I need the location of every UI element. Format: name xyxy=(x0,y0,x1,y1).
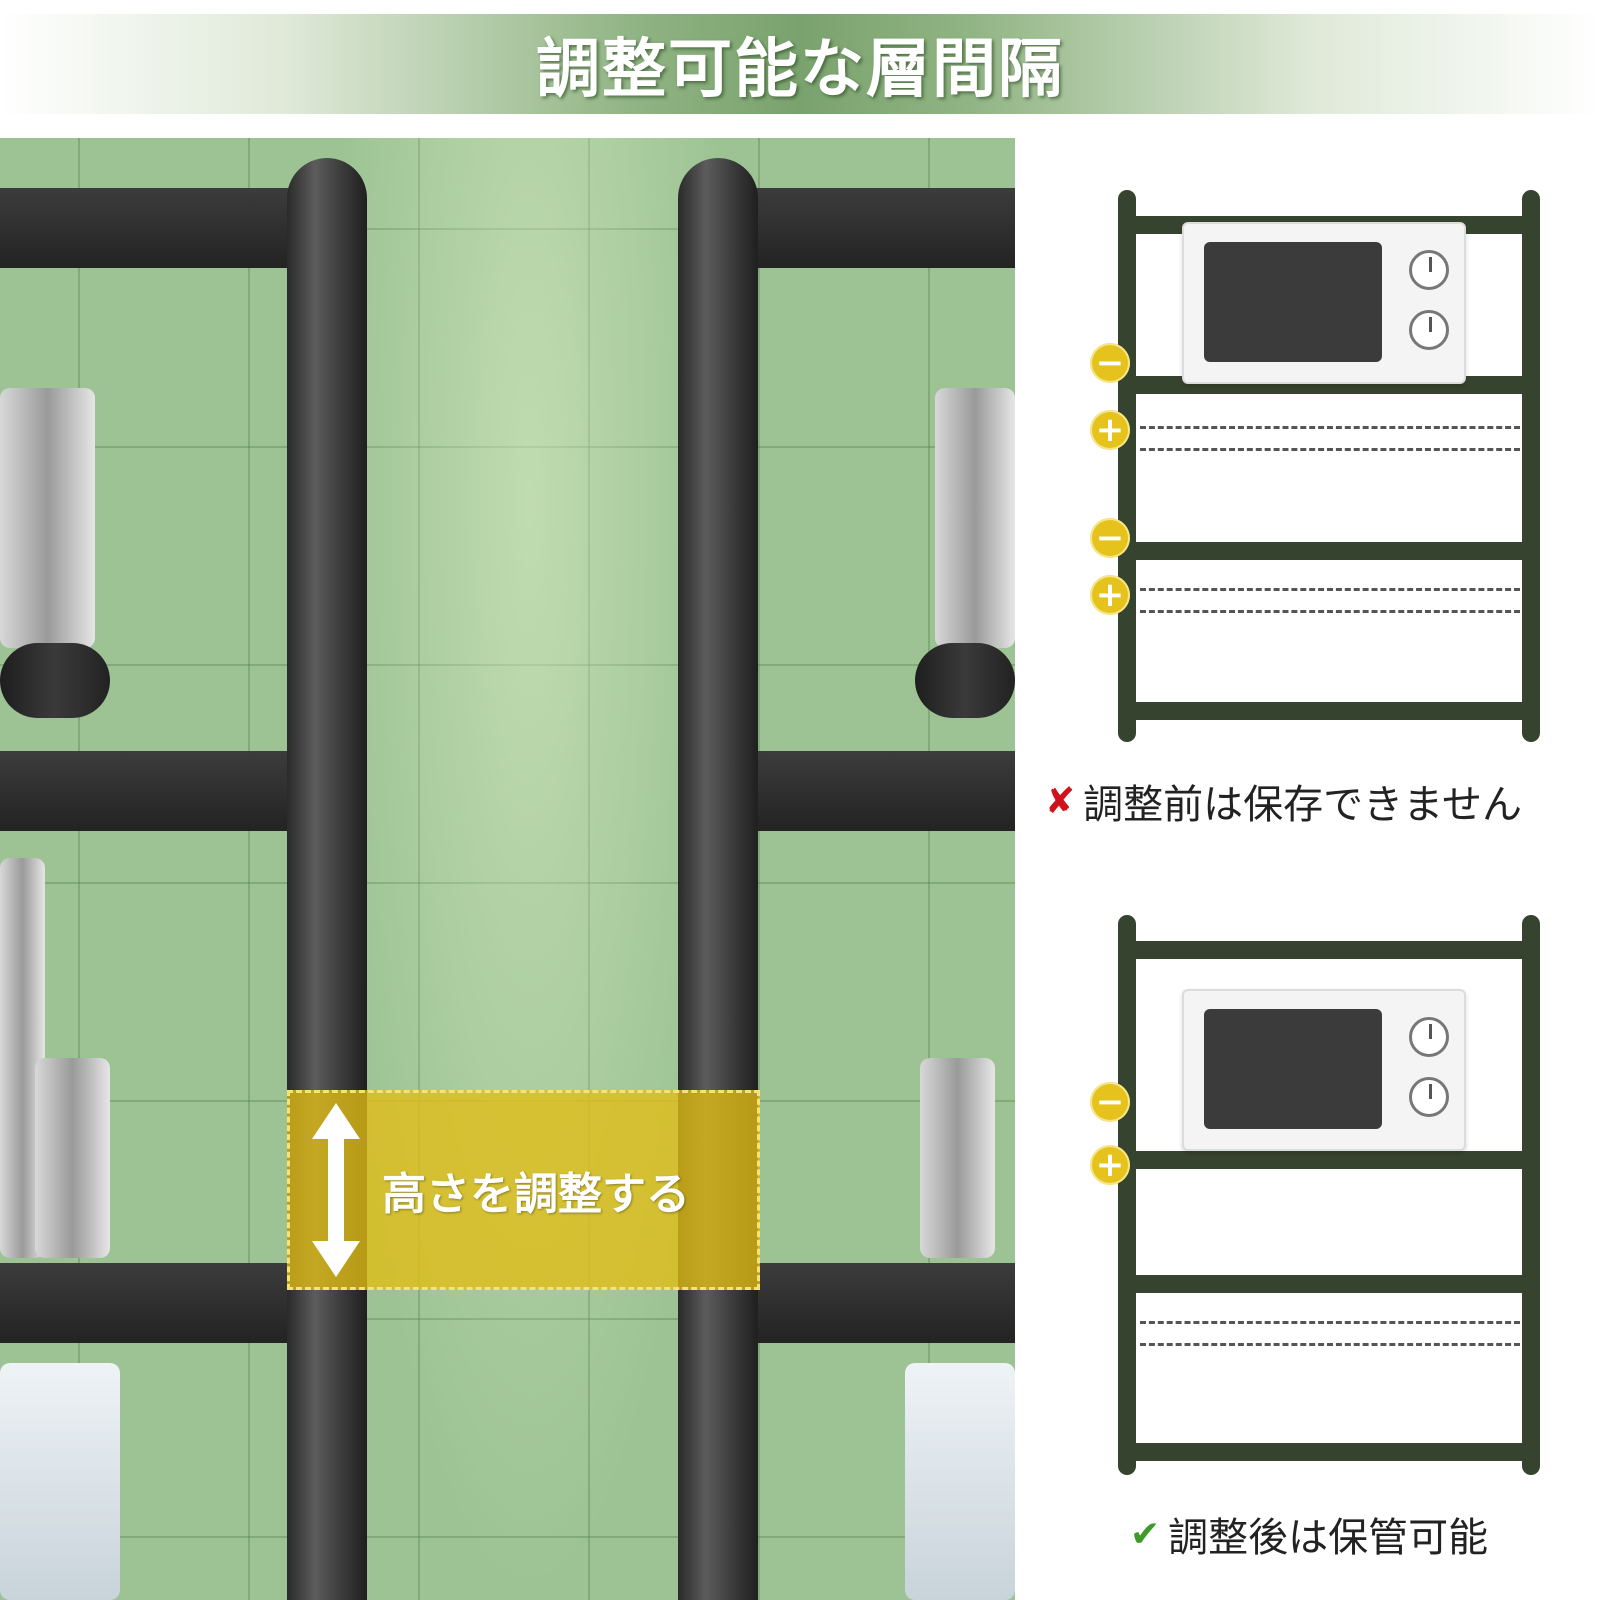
coffee-machine-right xyxy=(935,388,1015,648)
product-photo xyxy=(0,138,1015,1600)
adjust-height-label: 高さを調整する xyxy=(382,1169,690,1220)
banner-title: 調整可能な層間隔 xyxy=(536,33,1064,107)
frame-post-left xyxy=(1118,190,1136,742)
diagram-after: − + xyxy=(1090,915,1560,1475)
minus-icon: − xyxy=(1090,1082,1130,1122)
milk-jug-right xyxy=(920,1058,995,1258)
caption-before: ✘ 調整前は保存できません xyxy=(1045,772,1522,830)
dashed-guide xyxy=(1140,610,1520,613)
microwave-icon xyxy=(1182,222,1466,384)
check-icon: ✔ xyxy=(1130,1513,1161,1555)
rack-post-right xyxy=(678,158,758,1600)
pot-left xyxy=(0,643,110,718)
microwave-icon xyxy=(1182,989,1466,1151)
dashed-guide xyxy=(1140,1343,1520,1346)
plus-icon: + xyxy=(1090,575,1130,615)
frame-shelf-3 xyxy=(1130,542,1530,560)
coffee-machine-left xyxy=(0,388,95,648)
frame-shelf-4 xyxy=(1130,1443,1530,1461)
caption-before-text: 調整前は保存できません xyxy=(1083,782,1522,828)
pot-right xyxy=(915,643,1015,718)
rack-post-left xyxy=(287,158,367,1600)
right-shelf-top xyxy=(740,188,1015,268)
title-banner: 調整可能な層間隔 xyxy=(0,14,1600,114)
caption-after: ✔ 調整後は保管可能 xyxy=(1130,1505,1488,1563)
minus-icon: − xyxy=(1090,343,1130,383)
milk-jug-left xyxy=(35,1058,110,1258)
oven-right xyxy=(905,1363,1015,1600)
frame-shelf-1 xyxy=(1130,941,1530,959)
frame-post-right xyxy=(1522,190,1540,742)
oven-left xyxy=(0,1363,120,1600)
wall-highlight xyxy=(330,138,730,1600)
left-shelf-lower xyxy=(0,1263,305,1343)
right-shelf-middle xyxy=(740,751,1015,831)
frame-shelf-2 xyxy=(1130,1151,1530,1169)
frame-post-left xyxy=(1118,915,1136,1475)
frame-post-right xyxy=(1522,915,1540,1475)
caption-after-text: 調整後は保管可能 xyxy=(1168,1515,1489,1561)
minus-icon: − xyxy=(1090,518,1130,558)
dashed-guide xyxy=(1140,448,1520,451)
diagram-before: − + − + xyxy=(1090,190,1560,750)
cross-icon: ✘ xyxy=(1045,780,1076,822)
dashed-guide xyxy=(1140,1321,1520,1324)
right-shelf-lower xyxy=(740,1263,1015,1343)
up-down-arrow-icon xyxy=(290,1093,380,1287)
frame-shelf-3 xyxy=(1130,1275,1530,1293)
dashed-guide xyxy=(1140,426,1520,429)
plus-icon: + xyxy=(1090,410,1130,450)
frame-shelf-4 xyxy=(1130,702,1530,720)
dashed-guide xyxy=(1140,588,1520,591)
plus-icon: + xyxy=(1090,1145,1130,1185)
left-shelf-top xyxy=(0,188,300,268)
adjust-height-highlight: 高さを調整する xyxy=(287,1090,760,1290)
left-shelf-middle xyxy=(0,751,305,831)
